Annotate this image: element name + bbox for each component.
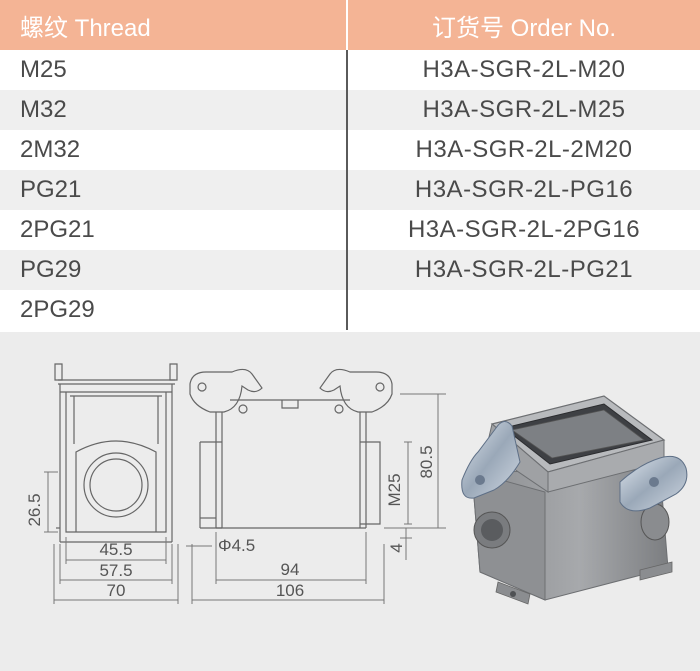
header-order-no: 订货号 Order No. [431,14,617,42]
dim-phi-4-5: Φ4.5 [218,536,255,555]
order-cell: H3A-SGR-2L-PG16 [414,176,634,203]
dim-45-5: 45.5 [99,540,132,559]
table-row: PG21 H3A-SGR-2L-PG16 [0,170,700,210]
dim-26-5: 26.5 [25,493,44,526]
thread-cell: 2PG21 [0,210,348,250]
front-dimensions [44,471,179,604]
header-thread: 螺纹 Thread [0,0,348,50]
table-row: 2M32 H3A-SGR-2L-2M20 [0,130,700,170]
dim-4: 4 [387,543,406,552]
dim-m25: M25 [385,473,404,506]
thread-cell: M32 [0,90,348,130]
table-row: PG29 H3A-SGR-2L-PG21 [0,250,700,290]
dim-80-5: 80.5 [417,445,436,478]
dim-57-5: 57.5 [99,561,132,580]
thread-cell: 2PG29 [0,290,348,330]
dim-94: 94 [281,560,300,579]
thread-cell: PG29 [0,250,348,290]
table-header: 螺纹 Thread 订货号 Order No. [0,0,700,50]
table-row: M32 H3A-SGR-2L-M25 [0,90,700,130]
thread-cell: PG21 [0,170,348,210]
order-cell: H3A-SGR-2L-M25 [422,96,626,123]
product-photo [461,395,688,605]
order-cell: H3A-SGR-2L-2PG16 [407,216,641,243]
table-row: 2PG21 H3A-SGR-2L-2PG16 [0,210,700,250]
order-table: 螺纹 Thread 订货号 Order No. M25 H3A-SGR-2L-M… [0,0,700,330]
thread-cell: 2M32 [0,130,348,170]
product-figure: 26.5 45.5 57.5 70 [0,332,700,671]
table-row: 2PG29 [0,290,700,330]
dim-106: 106 [276,581,304,600]
thread-cell: M25 [0,50,348,90]
order-cell: H3A-SGR-2L-2M20 [415,136,633,163]
technical-drawing: 26.5 45.5 57.5 70 [25,363,688,605]
order-cell [348,290,700,330]
side-dimensions [186,393,446,604]
table-row: M25 H3A-SGR-2L-M20 [0,50,700,90]
order-cell: H3A-SGR-2L-M20 [422,56,626,83]
side-view [189,368,393,529]
order-cell: H3A-SGR-2L-PG21 [414,256,634,283]
front-view [54,363,178,543]
dim-70: 70 [107,581,126,600]
